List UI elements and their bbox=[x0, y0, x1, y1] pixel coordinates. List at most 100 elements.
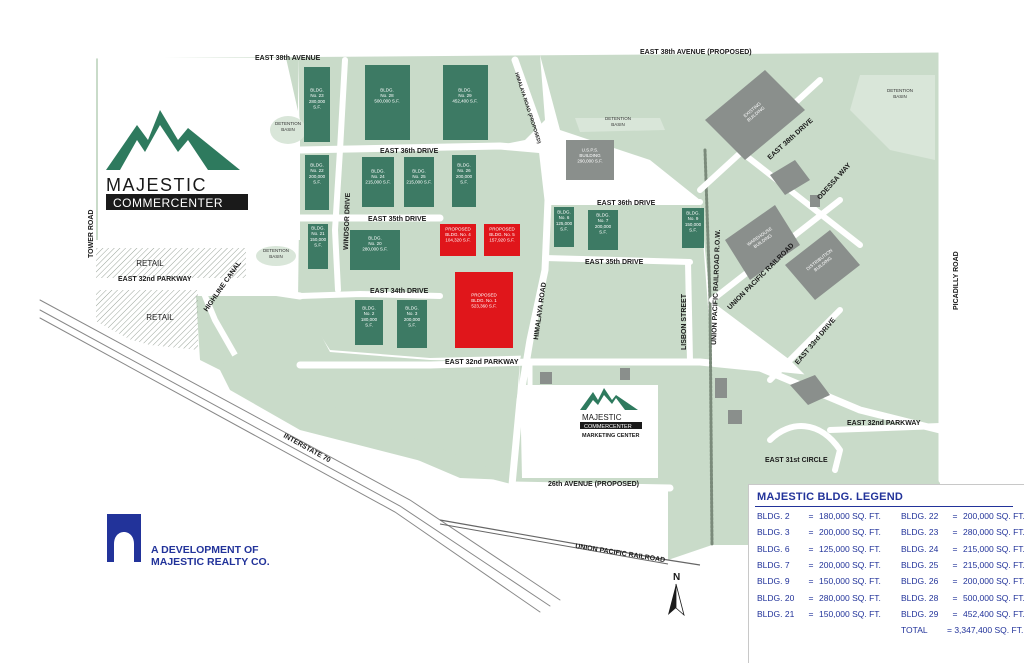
label-tower-road: TOWER ROAD bbox=[88, 210, 95, 258]
legend-total-label: TOTAL bbox=[901, 625, 928, 635]
road-e38-ave bbox=[83, 43, 950, 59]
label-retail-top: RETAIL bbox=[136, 259, 164, 268]
label-up-row: UNION PACIFIC RAILROAD R.O.W. bbox=[711, 229, 722, 345]
detention-basin-1 bbox=[270, 116, 306, 144]
legend-eq: = bbox=[952, 543, 958, 554]
marketing-logo: MAJESTIC COMMERCENTER MARKETING CENTER bbox=[580, 388, 642, 439]
legend-value: 200,000 SQ. FT. bbox=[963, 576, 1024, 587]
legend-total-value: = 3,347,400 SQ. FT. bbox=[947, 625, 1024, 635]
building-existing-5 bbox=[790, 375, 830, 405]
developer-line-1: A DEVELOPMENT OF bbox=[151, 544, 259, 556]
label-e36-drive-left: EAST 36th DRIVE bbox=[380, 148, 439, 155]
legend-eq: = bbox=[952, 576, 958, 587]
legend-value: 180,000 SQ. FT. bbox=[819, 511, 881, 521]
logo-name-bottom: COMMERCENTER bbox=[113, 196, 223, 210]
buildings bbox=[304, 65, 860, 424]
legend-value: 200,000 SQ. FT. bbox=[819, 527, 881, 538]
legend-value: 125,000 SQ. FT. bbox=[819, 543, 881, 554]
legend-name: BLDG. 7 bbox=[757, 559, 790, 570]
label-e35-drive-left: EAST 35th DRIVE bbox=[368, 216, 427, 223]
north-label: N bbox=[673, 572, 680, 583]
building-small-1 bbox=[715, 378, 727, 398]
legend-row-left-4: BLDG. 9=150,000 SQ. FT. bbox=[757, 576, 881, 587]
building-proposed-5 bbox=[484, 224, 520, 256]
label-e32-pkwy-left: EAST 32nd PARKWAY bbox=[118, 276, 192, 283]
legend-row-left-0: BLDG. 2=180,000 SQ. FT. bbox=[757, 511, 881, 521]
label-e35-drive-right: EAST 35th DRIVE bbox=[585, 259, 644, 266]
label-e32-pkwy-right: EAST 32nd PARKWAY bbox=[847, 420, 921, 427]
label-e31-circle: EAST 31st CIRCLE bbox=[765, 457, 828, 464]
building-proposed-4 bbox=[440, 224, 476, 256]
detention-basin-2 bbox=[256, 246, 296, 266]
building-21 bbox=[308, 224, 328, 269]
legend-divider bbox=[755, 506, 1013, 507]
legend-name: BLDG. 24 bbox=[901, 543, 939, 554]
marketing-band bbox=[580, 422, 642, 429]
road-e32-pkwy-left bbox=[92, 280, 304, 300]
road-windsor bbox=[332, 57, 348, 293]
legend-name: BLDG. 22 bbox=[901, 511, 939, 521]
building-7 bbox=[588, 210, 618, 250]
legend-row-right-2: BLDG. 24 = 215,000 SQ. FT. bbox=[901, 543, 1024, 554]
north-arrow-icon bbox=[668, 584, 676, 615]
legend-row-left-3: BLDG. 7 = 200,000 SQ. FT. bbox=[757, 559, 881, 570]
legend-eq: = bbox=[952, 608, 958, 619]
logo-name-top: MAJESTIC bbox=[106, 175, 207, 195]
legend-total: TOTAL = 3,347,400 SQ. FT. bbox=[901, 625, 1023, 635]
building-existing-4 bbox=[770, 160, 810, 195]
building-9 bbox=[682, 208, 704, 248]
legend-name: BLDG. 9 bbox=[757, 576, 790, 587]
legend-value: 452,400 SQ. FT. bbox=[963, 608, 1024, 619]
road-e32-pkwy-mid bbox=[296, 358, 944, 434]
legend-value: 215,000 SQ. FT. bbox=[963, 559, 1024, 570]
building-small-5 bbox=[620, 368, 630, 380]
legend-eq: = bbox=[952, 511, 958, 521]
legend-title: MAJESTIC BLDG. LEGEND bbox=[757, 491, 903, 503]
building-6 bbox=[554, 207, 574, 247]
legend-name: BLDG. 23 bbox=[901, 527, 939, 538]
building-20 bbox=[350, 230, 400, 270]
marketing-mountains bbox=[580, 388, 638, 410]
legend-eq: = bbox=[808, 576, 814, 587]
building-existing-3 bbox=[785, 230, 860, 300]
building-small-3 bbox=[540, 372, 552, 384]
legend-value: 200,000 SQ. FT. bbox=[963, 511, 1024, 521]
legend-name: BLDG. 6 bbox=[757, 543, 790, 554]
legend-value: 215,000 SQ. FT. bbox=[963, 543, 1024, 554]
legend-row-left-1: BLDG. 3=200,000 SQ. FT. bbox=[757, 527, 881, 538]
marketing-name-top: MAJESTIC bbox=[582, 413, 622, 422]
legend-row-right-6: BLDG. 29=452,400 SQ. FT. bbox=[901, 608, 1024, 619]
label-e38-ave-proposed: EAST 38th AVENUE (PROPOSED) bbox=[640, 49, 752, 56]
marketing-center-lot bbox=[520, 385, 658, 478]
retail-parcel-top bbox=[96, 248, 246, 278]
road-e31-circle bbox=[767, 423, 843, 473]
building-29 bbox=[443, 65, 488, 140]
label-e34: EAST 34th DRIVE bbox=[370, 288, 429, 295]
legend-value: 280,000 SQ. FT. bbox=[819, 592, 881, 603]
building-small-2 bbox=[728, 410, 742, 424]
legend-value: 200,000 SQ. FT. bbox=[819, 559, 881, 570]
legend-eq: = bbox=[808, 592, 814, 603]
label-retail-bottom: RETAIL bbox=[146, 313, 174, 322]
building-legend: MAJESTIC BLDG. LEGEND BLDG. 2=180,000 SQ… bbox=[748, 484, 1024, 663]
road-marketing-loop bbox=[527, 362, 563, 398]
legend-eq: = bbox=[808, 559, 814, 570]
label-picadilly: PICADILLY ROAD bbox=[953, 251, 960, 310]
north-arrow: N bbox=[668, 572, 685, 617]
